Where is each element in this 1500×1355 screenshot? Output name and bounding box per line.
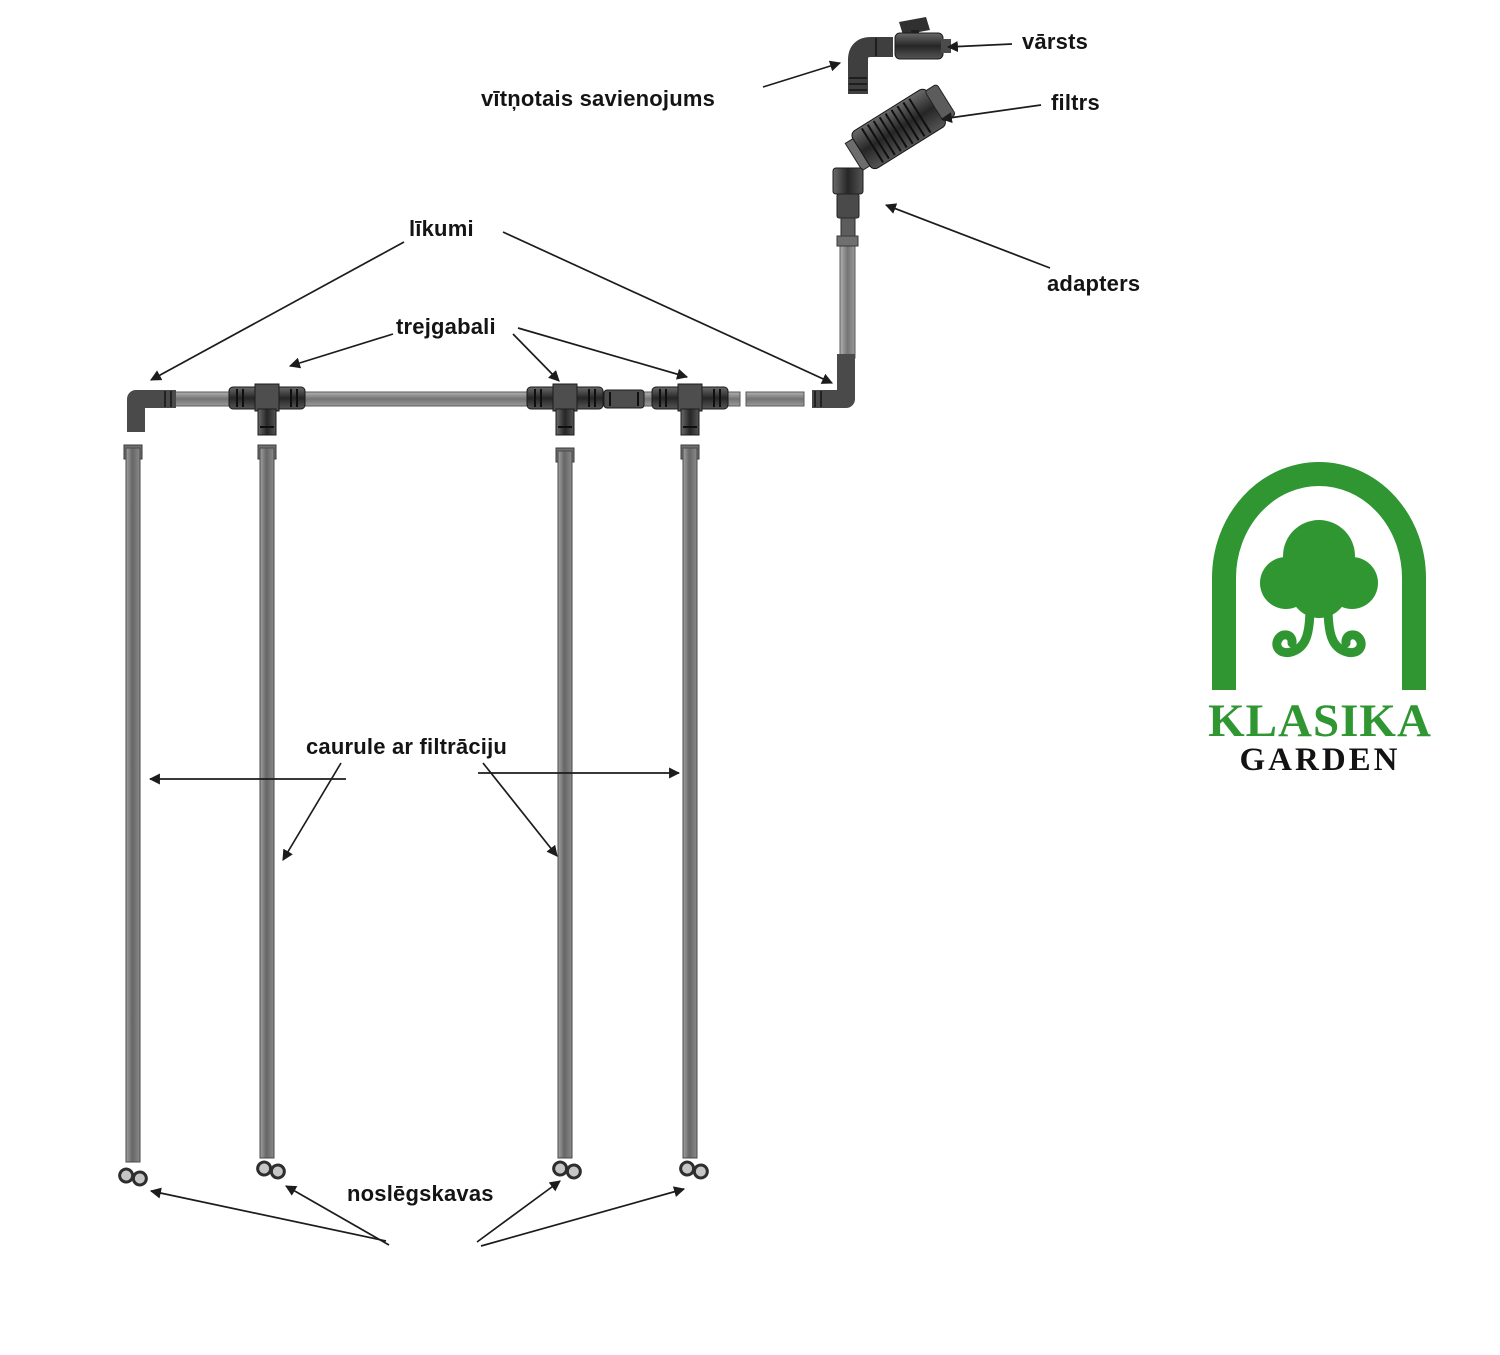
arrow-elbow-right [502,231,834,384]
tee-graphic-2 [526,383,604,436]
adapter-graphic [832,167,864,241]
label-valve: vārsts [1022,29,1089,54]
filter-graphic [844,84,956,172]
arrow-threaded-connection [762,60,842,88]
logo-brand-text: KLASIKA [1208,695,1432,747]
short-pipe-segment [745,391,805,407]
label-adapter: adapters [1047,271,1141,296]
end-clamp-2 [256,1160,286,1180]
arrow-tee-1 [288,333,394,369]
tee-graphic-1 [228,383,306,436]
arrow-tee-3 [517,327,689,380]
arrow-tee-2 [512,333,560,382]
arrow-drip-pipe-3 [482,762,558,857]
arrow-filter [940,104,1042,124]
end-clamp-3 [552,1160,582,1180]
drip-pipe-1 [123,444,143,1163]
klasika-garden-logo [1212,462,1426,690]
arrow-elbow-left [150,241,405,381]
arrow-valve [946,41,1013,53]
logo-tree-icon [1260,520,1378,658]
arrow-end-clamp-3 [476,1180,561,1243]
arrow-end-clamp-4 [480,1186,686,1247]
valve-graphic [894,17,951,60]
arrow-adapter [884,203,1051,269]
drip-pipe-2 [257,444,277,1159]
coupling-graphic [603,389,645,409]
arrow-end-clamp-1 [149,1187,387,1242]
end-clamp-1 [118,1167,148,1187]
threaded-elbow-graphic [848,37,893,94]
tee-graphic-3 [651,383,729,436]
right-elbow-graphic [812,354,855,408]
label-elbows: līkumi [409,216,474,241]
logo-sub-brand-text: GARDEN [1239,742,1401,778]
label-tees: trejgabali [396,314,496,339]
arrow-end-clamp-2 [285,1185,390,1246]
logo-arch-shape [1212,462,1426,690]
left-elbow-graphic [127,390,176,432]
label-drip-pipe: caurule ar filtrāciju [306,734,508,759]
label-filter: filtrs [1051,90,1100,115]
drip-pipe-4 [680,444,700,1159]
label-threaded-connection: vītņotais savienojums [481,86,716,111]
arrow-drip-pipe-2 [282,762,342,861]
end-clamp-4 [679,1160,709,1180]
drip-pipe-3 [555,447,575,1159]
annotation-arrows [148,41,1051,1247]
supply-pipe-vertical [836,235,859,359]
label-end-clamps: noslēgskavas [347,1181,494,1206]
